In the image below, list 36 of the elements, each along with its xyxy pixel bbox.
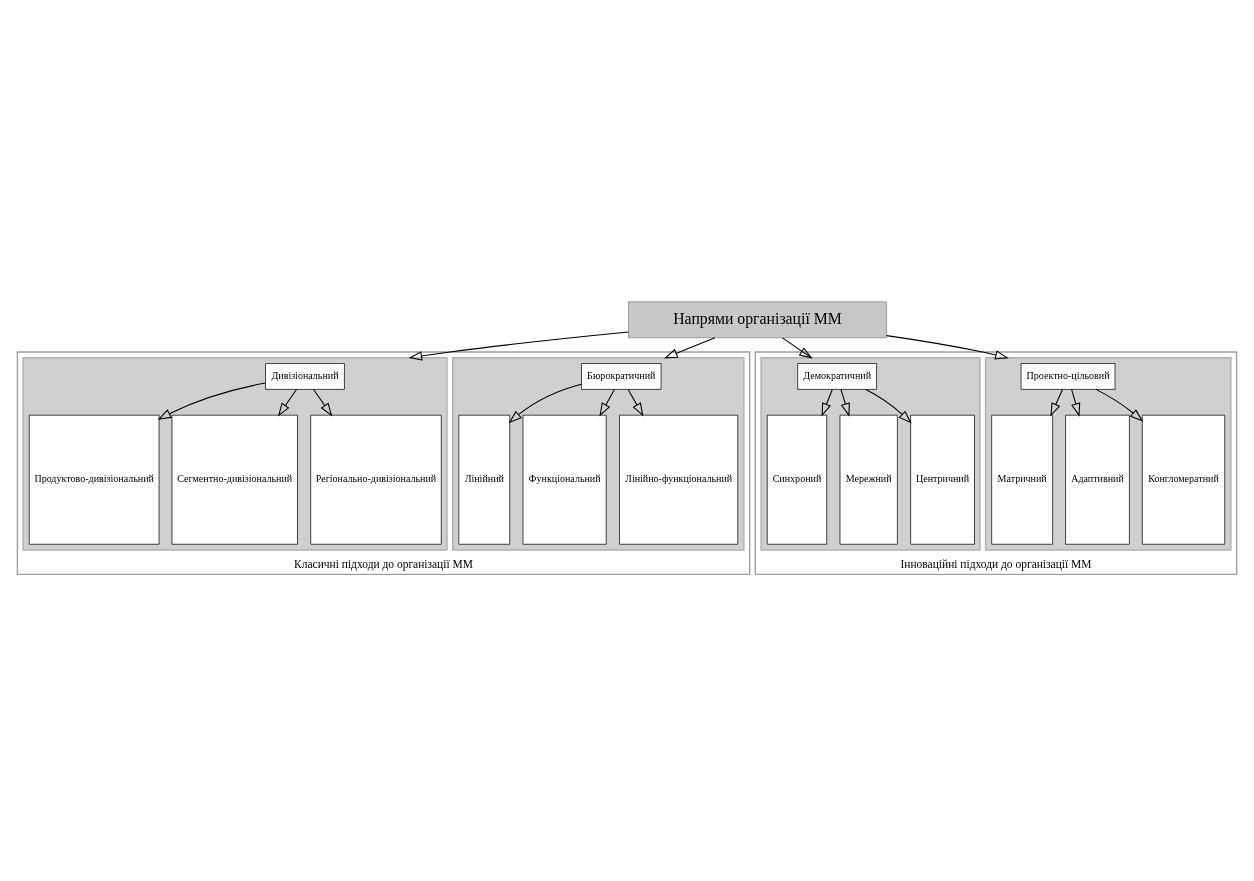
arrow (627, 388, 644, 417)
node-box: Дивізіональний (265, 362, 345, 390)
node-box: Напрями організації ММ (628, 301, 887, 338)
node-box: Конгломератний (1141, 414, 1226, 545)
cluster (984, 356, 1232, 551)
arrow (1095, 388, 1144, 422)
arrow (157, 381, 266, 420)
node-box: Лінійно-функціональний (619, 414, 739, 545)
node-box: Проектно-цільовий (1020, 362, 1116, 390)
node-box: Продуктово-дивізіональний (28, 414, 160, 545)
arrow (508, 383, 582, 423)
arrow (886, 334, 1009, 360)
cluster (452, 356, 745, 551)
node-box: Центричний (910, 414, 975, 545)
node-box: Синхроний (766, 414, 828, 545)
node-box: Демократичний (797, 362, 877, 390)
cluster (22, 356, 448, 551)
node-box: Регіонально-дивізіональний (310, 414, 442, 545)
arrow (408, 331, 629, 361)
cluster (760, 356, 981, 551)
arrow (313, 388, 333, 416)
node-box: Матричний (991, 414, 1053, 545)
node-box: Лінійний (458, 414, 511, 545)
arrow (1071, 388, 1081, 417)
arrow (865, 388, 912, 424)
node-box: Сегментно-дивізіональний (171, 414, 298, 545)
node-box: Мережний (839, 414, 898, 545)
node-box: Функціональний (522, 414, 607, 545)
arrow (781, 336, 813, 359)
node-box: Бюрократичний (581, 362, 662, 390)
arrow (840, 388, 850, 417)
arrow (1050, 388, 1064, 417)
node-box: Адаптивний (1065, 414, 1130, 545)
arrow (821, 388, 833, 417)
arrow (277, 388, 298, 416)
arrow (599, 388, 615, 417)
